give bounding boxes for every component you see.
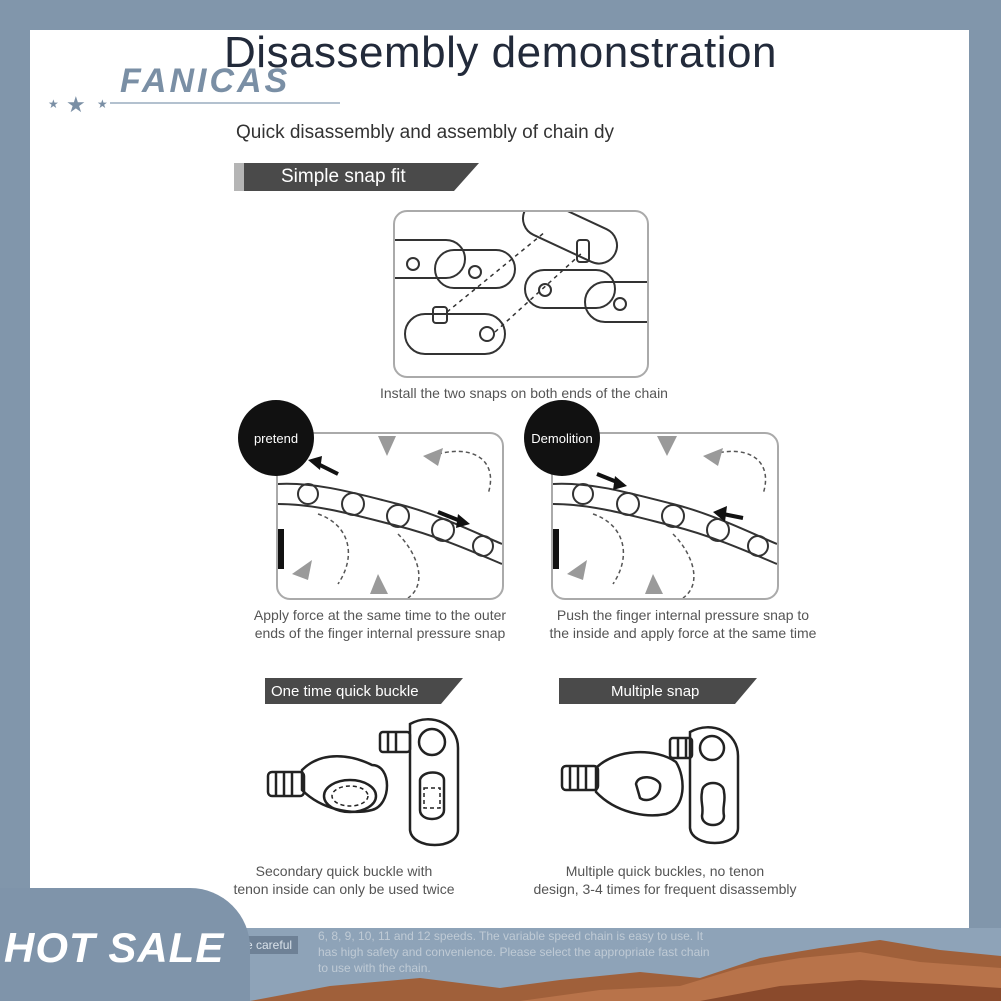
- chain-links-icon: [395, 212, 647, 355]
- page-title: Disassembly demonstration: [224, 28, 777, 77]
- banner-simple-snap-fit: Simple snap fit: [281, 166, 406, 187]
- faded-description: 6, 8, 9, 10, 11 and 12 speeds. The varia…: [318, 929, 710, 975]
- hand-chain-icon: [278, 436, 502, 598]
- type-caption-line: tenon inside can only be used twice: [233, 881, 455, 897]
- hot-sale-label: HOT SALE: [4, 924, 225, 971]
- banner-multiple-snap-bg: [559, 678, 757, 704]
- type-caption-line: Secondary quick buckle with: [255, 863, 433, 879]
- step-caption-pretend: Apply force at the same time to the oute…: [230, 606, 530, 642]
- banner-one-time-bg: [265, 678, 463, 704]
- type-caption-line: Multiple quick buckles, no tenon: [565, 863, 765, 879]
- type-caption-one-time: Secondary quick buckle with tenon inside…: [216, 862, 472, 898]
- brand-underline: [110, 102, 340, 104]
- step-caption-line: ends of the finger internal pressure sna…: [254, 625, 506, 641]
- banner-simple-snap-fit-bg: [234, 163, 479, 191]
- step-caption-demolition: Push the finger internal pressure snap t…: [530, 606, 836, 642]
- step-caption-line: Push the finger internal pressure snap t…: [556, 607, 810, 623]
- step-pretend-illustration: [276, 432, 504, 600]
- step-caption-line: the inside and apply force at the same t…: [549, 625, 817, 641]
- step-caption-line: Apply force at the same time to the oute…: [253, 607, 507, 623]
- install-caption: Install the two snaps on both ends of th…: [380, 385, 668, 401]
- step-badge-pretend: pretend: [238, 400, 314, 476]
- step-badge-demolition: Demolition: [524, 400, 600, 476]
- type-caption-line: design, 3-4 times for frequent disassemb…: [533, 881, 797, 897]
- one-time-buckle-icon: [266, 718, 460, 847]
- star-icon: ★: [48, 97, 59, 111]
- banner-one-time-quick-buckle: One time quick buckle: [271, 683, 419, 700]
- brand-logo: FANICAS: [120, 62, 291, 100]
- star-icon: ★: [97, 97, 108, 111]
- banner-multiple-snap: Multiple snap: [611, 683, 700, 700]
- hand-chain-icon: [553, 436, 777, 598]
- subtitle: Quick disassembly and assembly of chain …: [236, 122, 615, 143]
- type-caption-multiple: Multiple quick buckles, no tenon design,…: [514, 862, 816, 898]
- hot-sale-badge: [0, 888, 250, 1001]
- multiple-snap-icon: [560, 726, 740, 845]
- star-icon: ★: [66, 92, 86, 117]
- chain-install-illustration: [393, 210, 649, 378]
